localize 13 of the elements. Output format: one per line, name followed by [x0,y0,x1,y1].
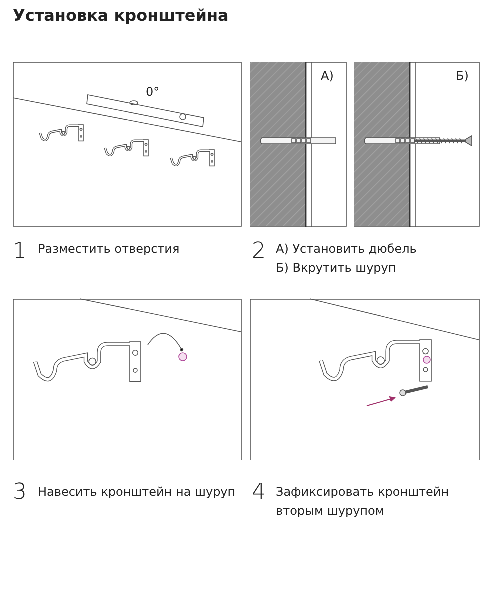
angle-label: 0° [146,84,160,101]
step-text: А) Установить дюбель [276,241,417,258]
step-number: 1 [13,240,27,264]
step-text: Навесить кронштейн на шуруп [38,484,236,501]
step-text: Разместить отверстия [38,241,180,258]
panel-letter: А) [321,68,334,85]
step-number: 3 [13,481,27,505]
step-text: Зафиксировать кронштейн вторым шурупом [276,484,450,520]
title: Установка кронштейна [13,6,229,25]
step-number: 4 [252,481,266,505]
step-text: Б) Вкрутить шуруп [276,260,396,277]
panel-letter: Б) [456,68,469,85]
step-number: 2 [252,240,266,264]
